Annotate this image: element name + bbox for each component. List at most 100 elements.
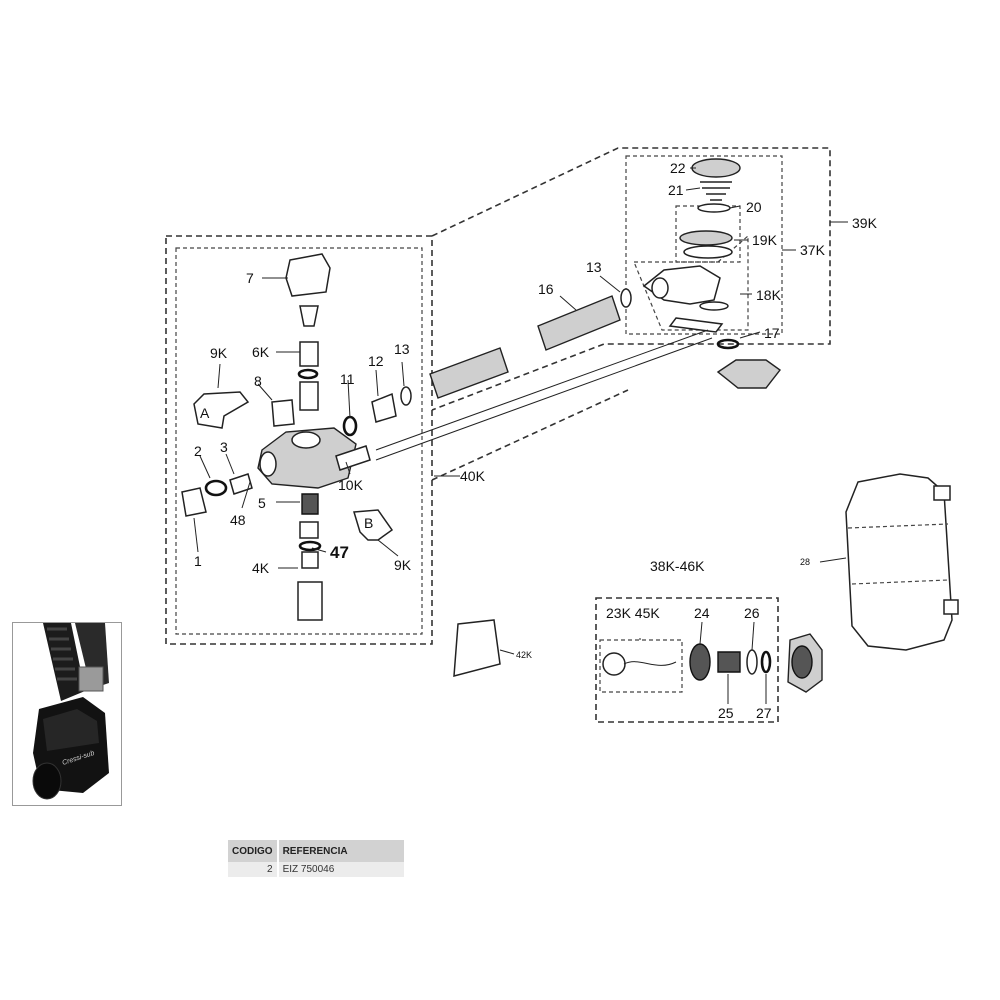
callout-40k: 40K <box>460 468 486 484</box>
header-referencia: REFERENCIA <box>277 840 404 862</box>
callout-19k: 19K <box>752 232 778 248</box>
reference-table: CODIGO REFERENCIA 2 EIZ 750046 <box>228 840 404 877</box>
outline-23k-45k <box>599 639 683 693</box>
oring-6k <box>297 368 319 380</box>
header-codigo: CODIGO <box>228 840 279 862</box>
lever-17 <box>668 317 724 333</box>
bag-42k <box>453 619 501 677</box>
body-port-top <box>291 431 321 449</box>
oring-2 <box>204 479 228 497</box>
leader-lines <box>193 167 848 704</box>
nut-12 <box>371 392 397 423</box>
callout-20: 20 <box>746 199 762 215</box>
case-handle-top <box>933 485 951 501</box>
hose-line <box>375 329 709 451</box>
callout-10k: 10K <box>338 477 364 493</box>
body-port-side <box>259 451 277 477</box>
case-fold-1 <box>847 523 949 529</box>
outline-40k <box>165 235 433 645</box>
cable-23k-45k <box>623 661 677 666</box>
callout-24: 24 <box>694 605 710 621</box>
callout-37k: 37K <box>800 242 826 258</box>
hose-line-2 <box>375 337 713 461</box>
exhaust-tee <box>716 359 782 389</box>
callout-22: 22 <box>670 160 686 176</box>
cell-reference: EIZ 750046 <box>277 862 404 877</box>
callouts: 22 21 20 19K 37K 39K 18K 17 13 16 13 12 … <box>194 160 878 721</box>
callout-17: 17 <box>764 325 780 341</box>
cover-9k-a <box>193 391 250 429</box>
knob-23k-45k <box>602 652 626 676</box>
callout-25: 25 <box>718 705 734 721</box>
case-handle-bottom <box>943 599 959 615</box>
outline-37k <box>625 155 783 335</box>
callout-48: 48 <box>230 512 246 528</box>
callout-1: 1 <box>194 553 202 569</box>
table-header-row: CODIGO REFERENCIA <box>228 840 404 862</box>
callout-38k-46k: 38K-46K <box>650 558 705 574</box>
callout-2: 2 <box>194 443 202 459</box>
letter-a: A <box>200 405 210 421</box>
first-stage-parts <box>181 253 394 621</box>
filter-3 <box>229 473 253 495</box>
callout-7: 7 <box>246 270 254 286</box>
second-stage-parts <box>642 158 782 389</box>
callout-5: 5 <box>258 495 266 511</box>
callout-27: 27 <box>756 705 772 721</box>
oring-11 <box>342 415 358 437</box>
washer-26 <box>746 649 758 675</box>
case-outline <box>845 473 953 651</box>
kit-38k-46k-parts <box>602 633 823 693</box>
mouthpiece-center <box>791 645 813 679</box>
case-28 <box>819 473 959 651</box>
callout-9k-a: 9K <box>210 345 228 361</box>
outline-first-stage-inner <box>175 247 423 635</box>
oring-17 <box>716 338 740 350</box>
outline-hose-link <box>431 389 629 481</box>
callout-12: 12 <box>368 353 384 369</box>
oring-27 <box>760 650 772 674</box>
spring-21 <box>700 181 732 201</box>
callout-39k: 39K <box>852 215 878 231</box>
callout-47: 47 <box>330 543 349 562</box>
diaphragm-19k <box>679 230 733 246</box>
callout-42k: 42K <box>516 650 532 660</box>
cap-7 <box>285 253 331 297</box>
lead-28 <box>819 557 847 563</box>
callout-16: 16 <box>538 281 554 297</box>
callout-4k: 4K <box>252 560 270 576</box>
lead-42k <box>499 649 515 655</box>
callout-8: 8 <box>254 373 262 389</box>
piston-6k <box>299 305 319 411</box>
ring-19k <box>683 245 733 259</box>
outline-39k <box>431 147 831 411</box>
spring-25 <box>717 651 741 673</box>
washer-13b <box>400 386 412 406</box>
knob-1 <box>181 487 207 517</box>
callout-9k-b: 9K <box>394 557 412 573</box>
callout-21: 21 <box>668 182 684 198</box>
housing-port <box>651 277 669 299</box>
case-fold-2 <box>851 579 949 585</box>
cell-code: 2 <box>228 862 279 877</box>
group-outlines <box>165 147 831 723</box>
outline-38k-46k <box>595 597 779 723</box>
callout-13-right: 13 <box>586 259 602 275</box>
hose-protector-right <box>537 295 621 351</box>
callout-23k-45k: 23K 45K <box>606 605 660 621</box>
washer-13a <box>620 288 632 308</box>
product-photo: Cressi-sub <box>12 622 122 806</box>
callout-28: 28 <box>800 557 810 567</box>
callout-11: 11 <box>340 371 355 387</box>
callout-18k: 18K <box>756 287 782 303</box>
callout-26: 26 <box>744 605 760 621</box>
cap-24 <box>689 643 711 681</box>
callout-3: 3 <box>220 439 228 455</box>
oring-47 <box>298 540 322 552</box>
table-row: 2 EIZ 750046 <box>228 862 404 877</box>
hose-protector-left <box>429 347 509 399</box>
fitting-10k <box>335 445 371 471</box>
letter-b: B <box>364 515 373 531</box>
regulator-photo-image: Cressi-sub <box>13 623 121 805</box>
